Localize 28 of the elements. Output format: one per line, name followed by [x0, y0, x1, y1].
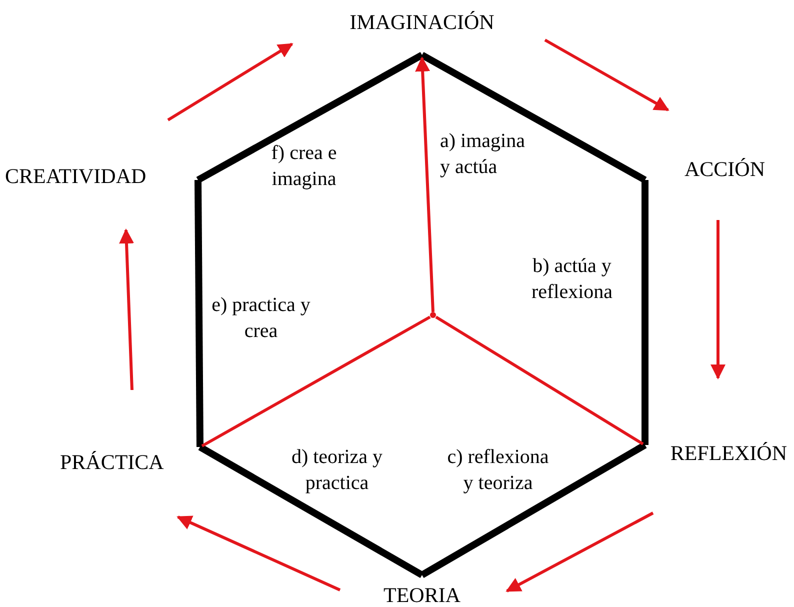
- face-label: f) crea e imagina: [270, 141, 338, 192]
- line: [201, 316, 431, 448]
- vertex-label: TEORIA: [384, 585, 460, 606]
- vertex-label: PRÁCTICA: [60, 452, 164, 472]
- line: [435, 316, 644, 446]
- vertex-label: CREATIVIDAD: [5, 166, 146, 186]
- hexagon-side: [420, 442, 647, 578]
- vertex-label: ACCIÓN: [684, 158, 765, 180]
- vertex-label: REFLEXIÓN: [670, 442, 787, 464]
- hexagon-side: [642, 180, 648, 445]
- arrow: [506, 512, 654, 592]
- arrow: [710, 220, 726, 380]
- arrow: [119, 228, 134, 390]
- arrow: [176, 516, 341, 592]
- hexagon-side: [196, 52, 424, 184]
- arrow: [415, 56, 434, 312]
- hexagon-side: [420, 52, 647, 184]
- arrow: [544, 38, 670, 112]
- center-point: [430, 312, 436, 318]
- face-label: d) teoriza y practica: [290, 445, 384, 496]
- hexagon-side: [194, 180, 204, 448]
- face-label: b) actúa y reflexiona: [530, 254, 614, 305]
- hexagon-side: [198, 444, 424, 578]
- arrow: [167, 42, 294, 122]
- face-label: a) imagina y actúa: [440, 129, 526, 180]
- face-label: c) reflexiona y teoriza: [446, 445, 550, 496]
- vertex-label: IMAGINACIÓN: [350, 12, 494, 33]
- face-label: e) practica y crea: [210, 293, 312, 344]
